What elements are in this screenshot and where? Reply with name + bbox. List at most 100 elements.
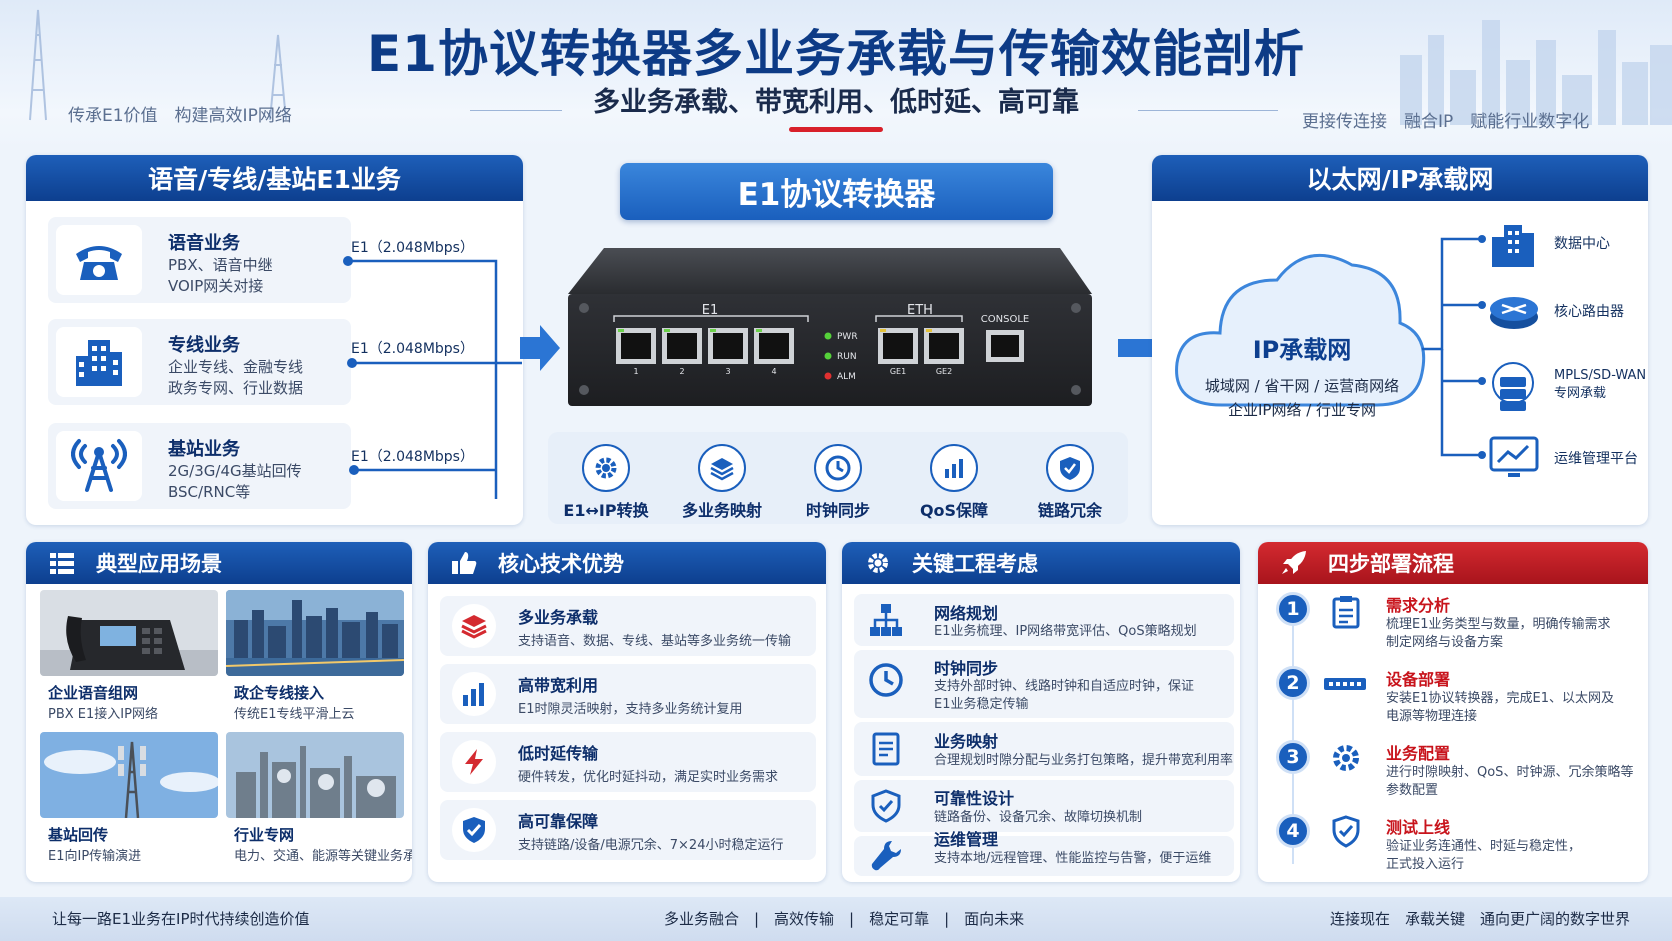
advantage-multi-service: 多业务承载 支持语音、数据、专线、基站等多业务统一传输 — [440, 596, 816, 656]
scenarios-title: 典型应用场景 — [26, 542, 412, 584]
building-icon — [56, 327, 142, 397]
mpls-server-icon — [1488, 361, 1538, 413]
document-icon — [866, 729, 906, 769]
advantage-low-latency: 低时延传输 硬件转发，优化时延抖动，满足实时业务需求 — [440, 732, 816, 792]
cloud-desc-line2: 企业IP网络 / 行业专网 — [1227, 401, 1377, 419]
step-number: 4 — [1276, 814, 1310, 848]
deploy-panel: 四步部署流程 1 需求分析 梳理E1业务类型与数量，明确传输需求制定网络与设备方… — [1258, 542, 1648, 882]
e1-link-label: E1（2.048Mbps） — [351, 341, 474, 357]
eng-reliability: 可靠性设计 链路备份、设备冗余、故障切换机制 — [854, 780, 1234, 832]
shield-check-icon — [866, 786, 906, 826]
clock-icon — [866, 660, 906, 700]
step-number: 3 — [1276, 740, 1310, 774]
clock-icon — [814, 444, 862, 492]
ip-cloud-icon — [1175, 253, 1426, 407]
scenario-base-station: 基站回传 E1向IP传输演进 — [40, 732, 218, 872]
led-run-label: RUN — [837, 352, 857, 362]
ip-network-title: 以太网/IP承载网 — [1152, 155, 1648, 201]
gear-icon — [1328, 740, 1364, 776]
lightning-icon — [452, 740, 496, 784]
scenarios-panel: 典型应用场景 企业语音组网 PBX E1接入IP网络 政企专线接入 传统E1专线… — [26, 542, 412, 882]
step-number: 1 — [1276, 592, 1310, 626]
feature-multi-service: 多业务映射 — [664, 432, 780, 524]
subtitle-line-right — [1138, 110, 1278, 111]
antenna-tower-icon — [56, 431, 142, 501]
hierarchy-icon — [866, 600, 906, 640]
list-icon — [50, 553, 74, 574]
svg-text:GE2: GE2 — [936, 367, 952, 376]
svg-text:4: 4 — [771, 367, 776, 376]
e1-link-lines — [343, 256, 522, 499]
feature-clock-sync: 时钟同步 — [780, 432, 896, 524]
layers-icon — [452, 604, 496, 648]
subtitle-line-left — [470, 110, 562, 111]
scenario-enterprise-voice: 企业语音组网 PBX E1接入IP网络 — [40, 590, 218, 730]
e1-services-title: 语音/专线/基站E1业务 — [26, 155, 523, 201]
wrench-icon — [866, 836, 906, 876]
feature-link-redundancy: 链路冗余 — [1012, 432, 1128, 524]
e1-link-label: E1（2.048Mbps） — [351, 449, 474, 465]
bar-chart-icon — [452, 672, 496, 716]
feature-bar: E1↔IP转换 多业务映射 时钟同步 QoS保障 链路冗余 — [548, 432, 1128, 524]
footer-right: 连接现在 承载关键 通向更广阔的数字世界 — [1330, 910, 1631, 928]
svg-text:GE1: GE1 — [890, 367, 906, 376]
e1-link-label: E1（2.048Mbps） — [351, 240, 474, 256]
industrial-plant-image — [226, 732, 404, 818]
data-center-icon — [1488, 223, 1538, 269]
engineering-title: 关键工程考虑 — [842, 542, 1240, 584]
target-core-router: 核心路由器 — [1554, 304, 1624, 320]
e1-converter-device: E1 ETH CONSOLE 1 2 3 4 GE1 GE2 PWR RUN A… — [568, 248, 1092, 406]
thumbs-up-icon — [452, 552, 477, 574]
eng-network-planning: 网络规划 E1业务梳理、IP网络带宽评估、QoS策略规划 — [854, 594, 1234, 646]
slogan-left: 传承E1价值 构建高效IP网络 — [68, 106, 292, 126]
header-background — [0, 0, 1672, 150]
gear-icon — [868, 553, 888, 573]
shield-check-icon — [452, 808, 496, 852]
step-connector — [1292, 614, 1294, 864]
engineering-panel: 关键工程考虑 网络规划 E1业务梳理、IP网络带宽评估、QoS策略规划 时钟同步… — [842, 542, 1240, 882]
scenario-industry-network: 行业专网 电力、交通、能源等关键业务承载 — [226, 732, 412, 872]
ip-network-panel: 以太网/IP承载网 IP承载网 城域网 / 省干网 / 运营商网络 企业IP网络… — [1152, 155, 1648, 525]
slogan-right: 更接传连接 融合IP 赋能行业数字化 — [1302, 112, 1590, 132]
cell-tower-image — [40, 732, 218, 818]
target-ops-platform: 运维管理平台 — [1554, 451, 1638, 467]
advantages-panel: 核心技术优势 多业务承载 支持语音、数据、专线、基站等多业务统一传输 高带宽利用… — [428, 542, 826, 882]
cloud-title: IP承载网 — [1252, 336, 1352, 364]
ip-branch-lines — [1422, 235, 1486, 459]
advantages-title: 核心技术优势 — [428, 542, 826, 584]
ip-phone-image — [40, 590, 218, 676]
advantage-reliability: 高可靠保障 支持链路/设备/电源冗余、7×24小时稳定运行 — [440, 800, 816, 860]
title-underline — [789, 127, 883, 132]
clipboard-icon — [1328, 594, 1364, 630]
feature-qos: QoS保障 — [896, 432, 1012, 524]
monitor-chart-icon — [1488, 435, 1540, 481]
layers-icon — [698, 444, 746, 492]
svg-text:3: 3 — [725, 367, 730, 376]
advantage-bandwidth: 高带宽利用 E1时隙灵活映射，支持多业务统计复用 — [440, 664, 816, 724]
converter-title-banner: E1协议转换器 — [620, 163, 1053, 220]
svg-text:1: 1 — [633, 367, 638, 376]
eng-service-mapping: 业务映射 合理规划时隙分配与业务打包策略，提升带宽利用率 — [854, 722, 1234, 776]
console-port-label: CONSOLE — [981, 314, 1029, 325]
bar-chart-icon — [930, 444, 978, 492]
page-title: E1协议转换器多业务承载与传输效能剖析 — [367, 25, 1305, 83]
footer-bar — [0, 897, 1672, 941]
service-leased-line: 专线业务 企业专线、金融专线政务专网、行业数据 — [48, 319, 351, 405]
svg-text:2: 2 — [679, 367, 684, 376]
e1-port-group-label: E1 — [702, 303, 719, 318]
eng-operations: 运维管理 支持本地/远程管理、性能监控与告警，便于运维 — [854, 830, 1234, 876]
led-alm-label: ALM — [837, 372, 856, 382]
page-subtitle: 多业务承载、带宽利用、低时延、高可靠 — [593, 87, 1079, 118]
gear-icon — [582, 444, 630, 492]
scenario-gov-leased-line: 政企专线接入 传统E1专线平滑上云 — [226, 590, 404, 730]
footer-center: 多业务融合 | 高效传输 | 稳定可靠 | 面向未来 — [664, 910, 1025, 928]
footer-left: 让每一路E1业务在IP时代持续创造价值 — [52, 910, 310, 928]
rocket-icon — [1282, 551, 1306, 574]
led-pwr-label: PWR — [837, 332, 858, 342]
shield-check-icon — [1046, 444, 1094, 492]
